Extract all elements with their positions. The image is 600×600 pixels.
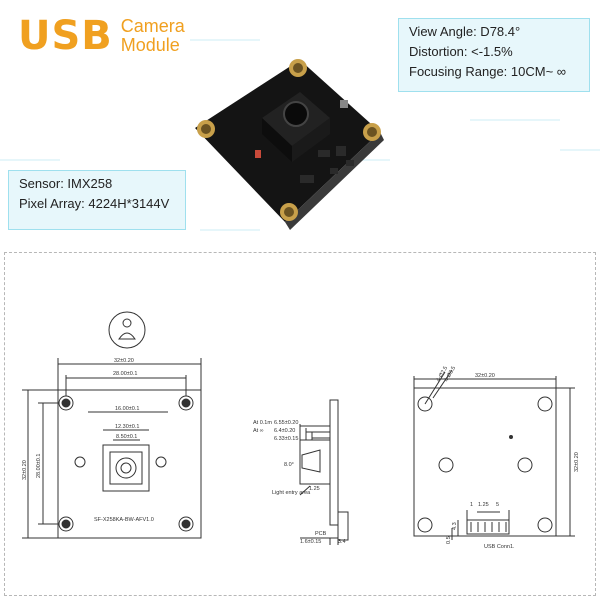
back-conn-label: USB Conn1.: [484, 544, 515, 550]
back-hole-tr: [537, 396, 553, 412]
side-dim2: 6.4±0.20: [274, 428, 295, 434]
spec-focusing-range: Focusing Range: 10CM~ ∞: [409, 64, 567, 79]
back-conn-pitch: 1.25: [478, 502, 489, 508]
front-dim-height-holes: 28.00±0.1: [36, 454, 42, 478]
back-width: 32±0.20: [475, 373, 495, 379]
front-dim-12: 12.30±0.1: [115, 424, 139, 430]
back-conn-h2: 0.5: [446, 536, 452, 544]
side-conn-height: 3.4: [338, 539, 346, 545]
side-af-inf: At ∞: [253, 428, 264, 434]
side-small: 1.25: [309, 486, 320, 492]
back-height: 32±0.20: [574, 452, 580, 472]
front-hole-br: [178, 516, 194, 532]
spec-view-angle: View Angle: D78.4°: [409, 24, 521, 39]
front-small-hole-left: [74, 456, 86, 468]
camera-module-photo: [0, 39, 600, 231]
spec-sensor: Sensor: IMX258: [19, 176, 113, 191]
side-pcb: [329, 399, 339, 526]
side-dim3: 6.33±0.15: [274, 436, 298, 442]
back-hole-br: [537, 517, 553, 533]
front-board-outline: [57, 389, 202, 539]
brand-title: USB Camera Module: [18, 16, 185, 56]
side-pcb-thick: 1.6±0.15: [300, 539, 321, 545]
front-small-hole-right: [155, 456, 167, 468]
front-dim-hole-pitch: 28.00±0.1: [113, 371, 137, 377]
back-conn-h1: 4.3: [452, 522, 458, 530]
test-figure-icon: [108, 311, 146, 349]
brand-subtitle: Camera Module: [121, 17, 185, 55]
front-dim-8: 8.50±0.1: [116, 434, 137, 440]
front-dim-height: 32±0.20: [22, 460, 28, 480]
front-model: SF-X258KA-BW-AFV1.0: [94, 517, 154, 523]
side-connector: [337, 511, 349, 541]
brand-subtitle-line2: Module: [120, 35, 180, 55]
brand-usb-text: USB: [18, 13, 113, 59]
spec-callout-left: Sensor: IMX258 Pixel Array: 4224H*3144V: [8, 170, 186, 230]
side-dim1: 6.55±0.20: [274, 420, 298, 426]
front-hole-bl: [58, 516, 74, 532]
front-dim-overall-width: 32±0.20: [114, 358, 134, 364]
spec-callout-right: View Angle: D78.4° Distortion: <-1.5% Fo…: [398, 18, 590, 92]
side-lens-block: [299, 439, 331, 485]
back-hole-mr: [517, 457, 533, 473]
side-af-max: At 0.1m: [253, 420, 272, 426]
drawing-frame: [4, 252, 596, 596]
back-hole-ml: [438, 457, 454, 473]
back-hole-bl: [417, 517, 433, 533]
side-light-label: Light entry area: [272, 490, 311, 496]
front-lens-outer: [102, 444, 150, 492]
components: [255, 100, 354, 183]
back-hole-tl: [417, 396, 433, 412]
side-angle: 8.0°: [284, 462, 294, 468]
spec-distortion: Distortion: <-1.5%: [409, 44, 513, 59]
front-lens-circle: [115, 457, 137, 479]
brand-subtitle-line1: Camera: [120, 16, 185, 36]
back-board-outline: [413, 387, 557, 537]
back-conn-pin5: 5: [496, 502, 499, 508]
front-dim-16: 16.00±0.1: [115, 406, 139, 412]
side-pcb-label: PCB: [315, 531, 327, 537]
lens-assembly: [262, 92, 330, 162]
back-conn-pin1: 1: [470, 502, 473, 508]
spec-pixel-array: Pixel Array: 4224H*3144V: [19, 196, 170, 211]
back-usb-connector: [466, 519, 510, 535]
